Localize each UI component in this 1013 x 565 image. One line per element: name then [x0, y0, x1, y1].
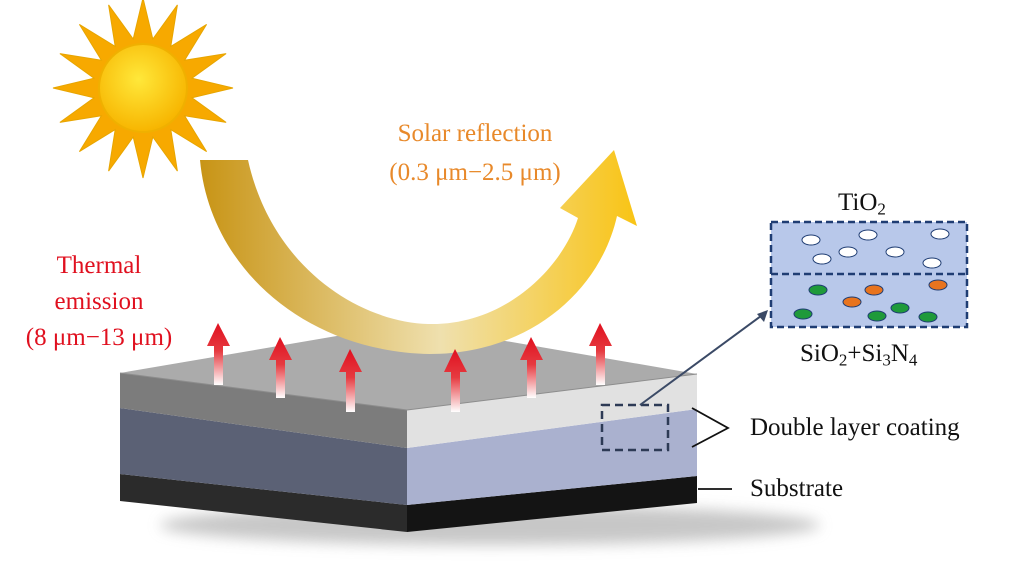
tio2-label: TiO2	[838, 189, 886, 219]
up-arrow-icon	[269, 337, 292, 398]
sio2-particles	[793, 284, 938, 323]
sio2-si3n4-label: SiO2+Si3N4	[800, 340, 918, 370]
zoom-selection-box	[600, 403, 670, 452]
substrate-label: Substrate	[750, 475, 844, 502]
solar-reflection-title: Solar reflection	[397, 120, 553, 147]
coating-inset	[769, 220, 969, 329]
thermal-emission-arrows	[207, 323, 612, 412]
thermal-emission-range: (8 μm−13 μm)	[25, 324, 173, 351]
si3n4-particles	[842, 279, 948, 308]
thermal-emission-title-line1: Thermal	[56, 252, 142, 279]
double-layer-coating-slab	[119, 324, 698, 448]
zoom-connector-arrowhead	[757, 310, 768, 322]
up-arrow-icon	[520, 337, 543, 398]
up-arrow-icon	[339, 349, 362, 412]
up-arrow-icon	[207, 323, 230, 385]
up-arrow-icon	[444, 349, 467, 412]
thermal-emission-title-line2: emission	[54, 288, 144, 315]
substrate-block	[120, 408, 697, 532]
double-layer-callout-line	[691, 407, 730, 448]
solar-reflection-range: (0.3 μm−2.5 μm)	[389, 159, 561, 186]
sun-icon	[52, 0, 234, 179]
tio2-particles	[801, 228, 950, 269]
curved-arrow-icon	[200, 150, 637, 354]
double-layer-coating-label: Double layer coating	[750, 414, 960, 441]
zoom-connector-line	[639, 312, 766, 406]
up-arrow-icon	[589, 323, 612, 385]
